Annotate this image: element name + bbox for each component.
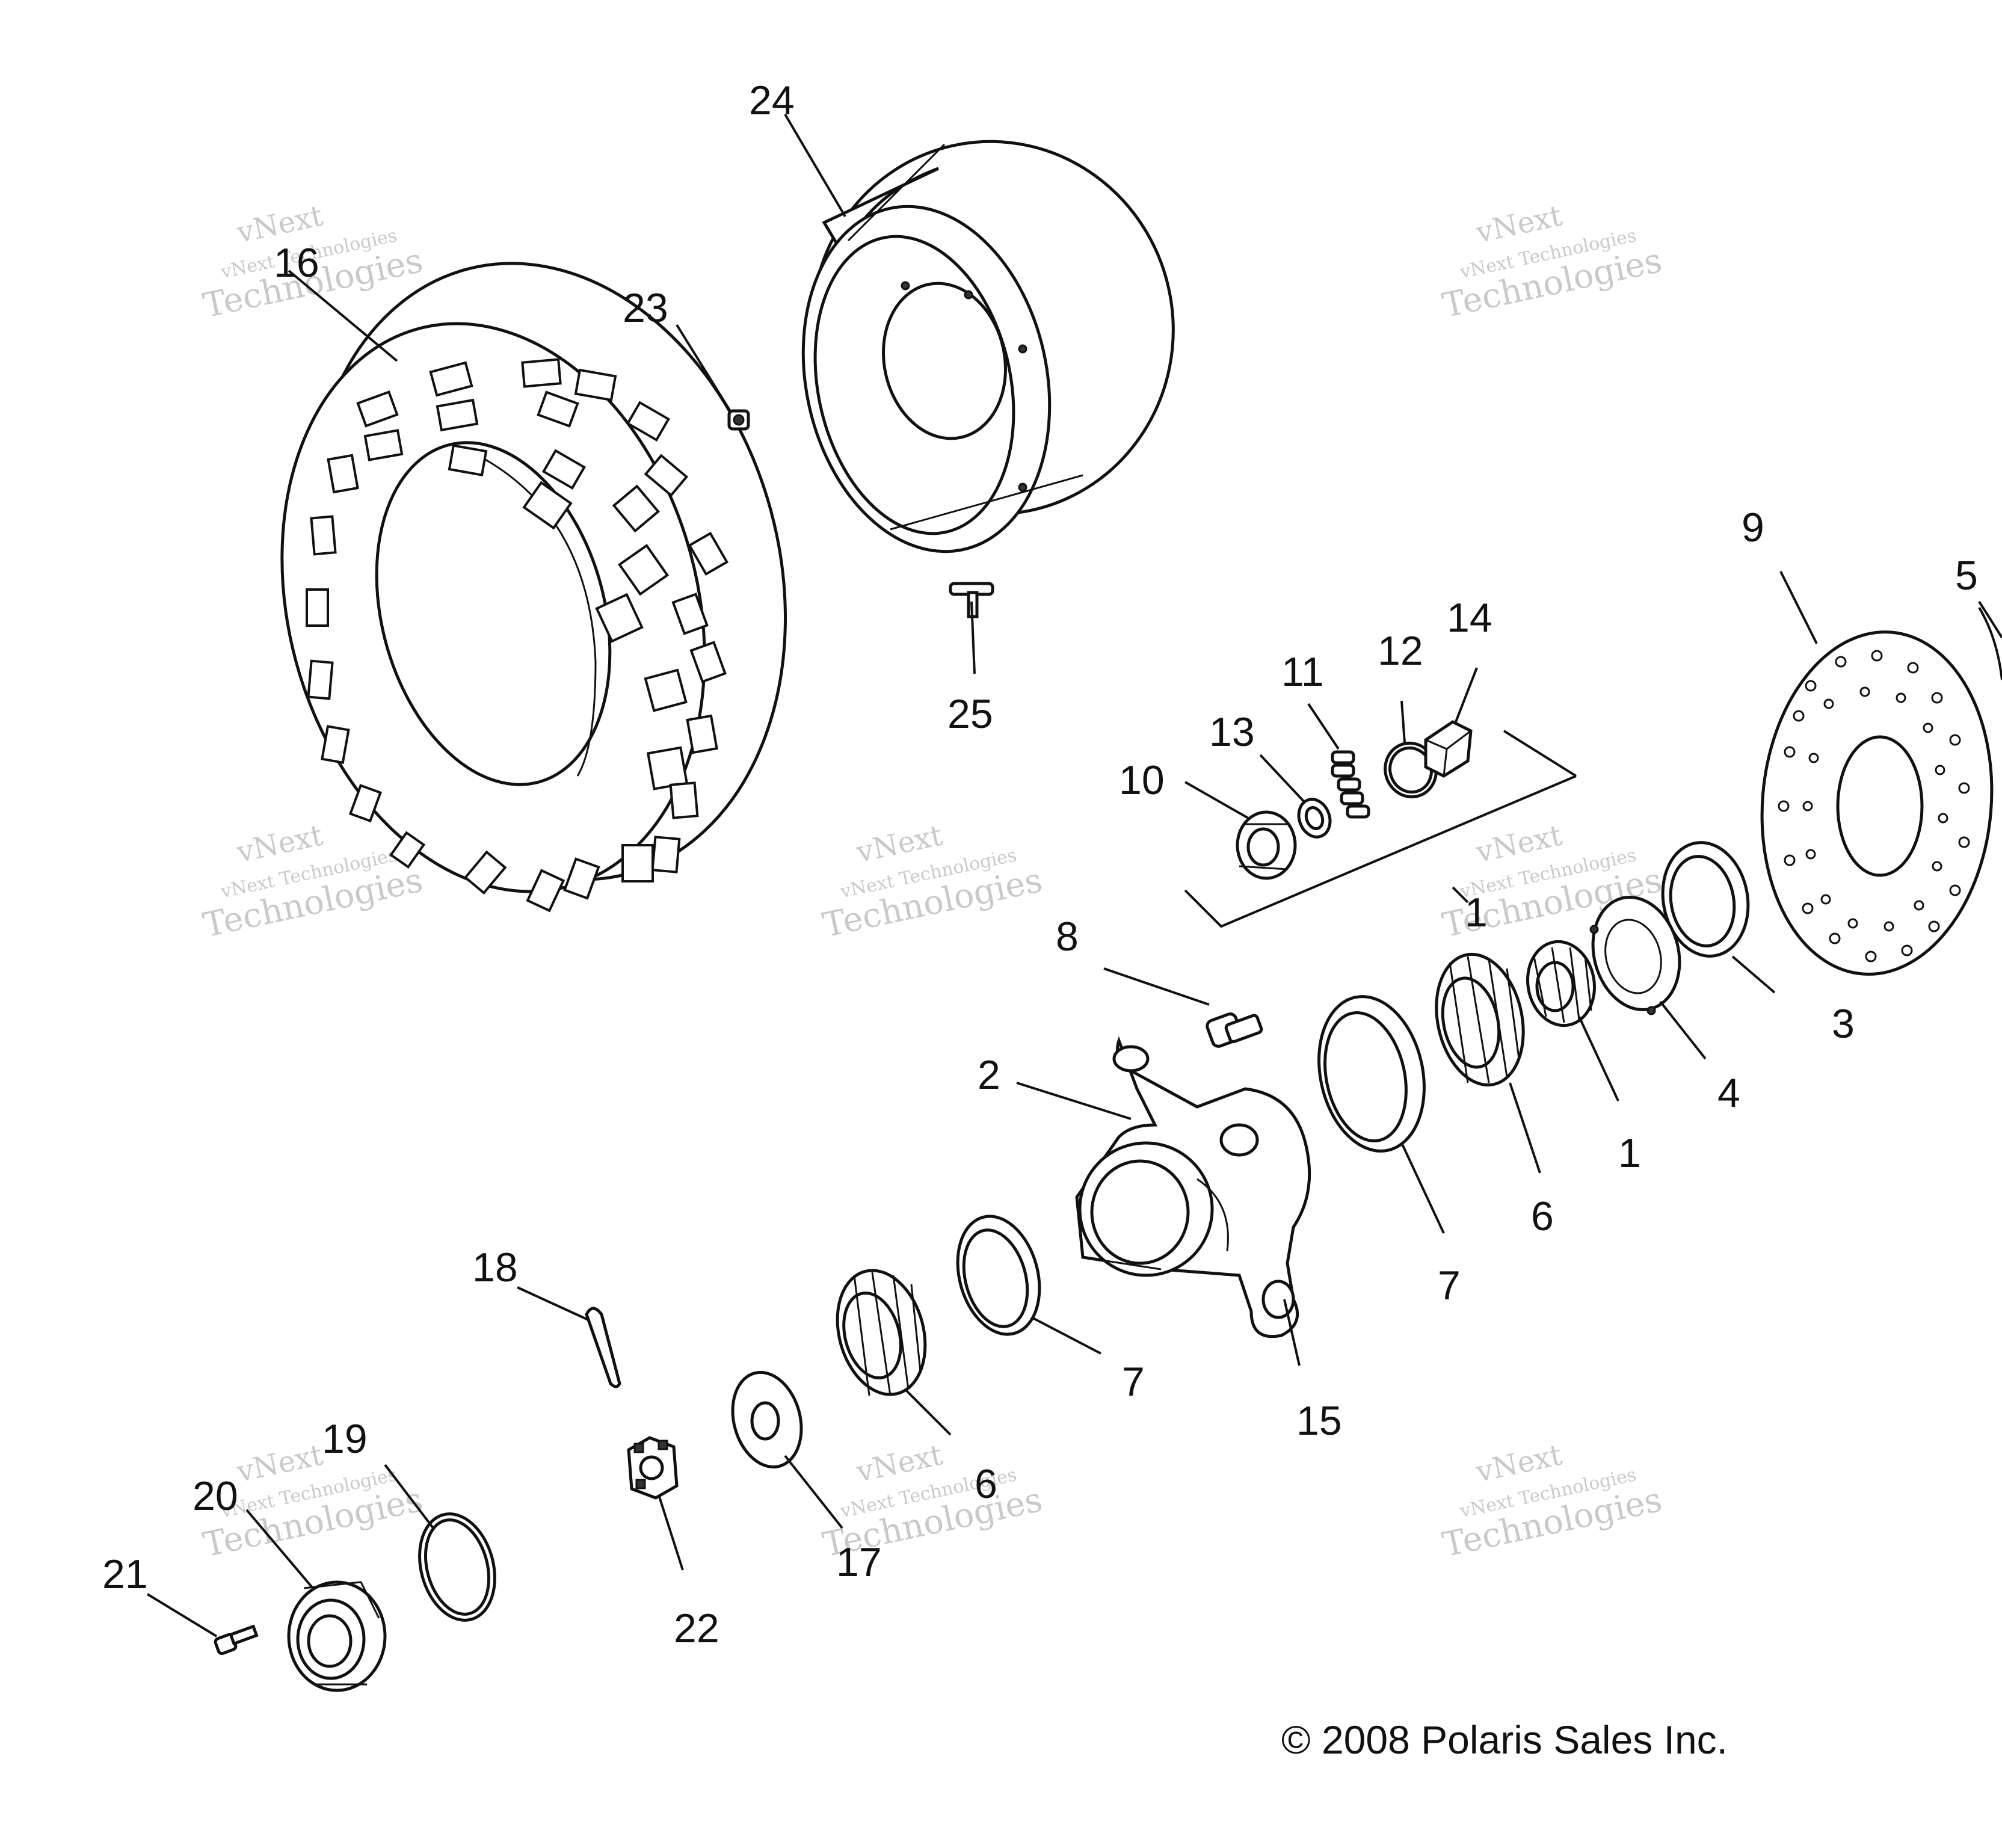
tire-tread-lugs — [306, 358, 729, 913]
plate-part-4 — [1589, 895, 1681, 1015]
callout-1a: 1 — [1465, 890, 1488, 935]
part-11 — [1331, 750, 1370, 819]
hub-cap-part-20 — [287, 1580, 387, 1692]
callout-15: 15 — [1296, 1398, 1342, 1444]
callout-4: 4 — [1717, 1070, 1740, 1116]
callout-14: 14 — [1447, 595, 1492, 641]
callout-23: 23 — [623, 285, 668, 331]
bolt-part-21 — [214, 1624, 259, 1656]
callout-2: 2 — [978, 1052, 1000, 1098]
tapered-bearing-part-6a — [1435, 952, 1525, 1087]
part-5-edge — [1978, 606, 2002, 680]
callout-6b: 6 — [975, 1461, 997, 1507]
valve-stem-part-23 — [727, 409, 750, 431]
callout-8: 8 — [1056, 914, 1079, 959]
brake-disc-part-9 — [1760, 630, 1994, 976]
tapered-bearing-part-6b — [836, 1269, 927, 1396]
leader-lines — [146, 113, 2002, 1637]
callout-6a: 6 — [1531, 1194, 1554, 1239]
kit-parts-10-14 — [1184, 720, 1577, 928]
hub-knuckle-part-2-15 — [1075, 1036, 1311, 1338]
cotter-pin-part-18 — [585, 1307, 621, 1388]
pin-part-8 — [1206, 1012, 1263, 1048]
callout-16: 16 — [274, 240, 319, 286]
callout-7b: 7 — [1122, 1359, 1145, 1405]
o-ring-part-19 — [418, 1512, 496, 1622]
callout-20: 20 — [192, 1473, 238, 1519]
kit-bracket — [1184, 730, 1577, 928]
callout-22: 22 — [674, 1606, 719, 1651]
washer-part-17 — [731, 1370, 803, 1469]
callout-13: 13 — [1209, 709, 1255, 755]
callout-11: 11 — [1281, 649, 1324, 695]
callout-12: 12 — [1378, 628, 1423, 674]
callout-18: 18 — [472, 1245, 518, 1290]
callout-10: 10 — [1119, 757, 1165, 803]
bearing-cup-part-7a — [1317, 995, 1426, 1153]
bearing-cup-part-7b — [956, 1215, 1041, 1336]
part-14 — [1424, 720, 1473, 778]
callout-5: 5 — [1955, 553, 1978, 599]
part-10 — [1236, 810, 1297, 880]
callout-21: 21 — [102, 1551, 148, 1597]
callout-9: 9 — [1742, 505, 1764, 550]
tire-part-16 — [280, 262, 787, 913]
wheel-rim-part-24 — [801, 140, 1175, 553]
seal-part-3 — [1661, 841, 1750, 958]
callout-25: 25 — [947, 691, 993, 737]
callout-1b: 1 — [1618, 1130, 1641, 1176]
callout-19: 19 — [322, 1416, 368, 1462]
part-13 — [1297, 798, 1332, 839]
copyright-notice: © 2008 Polaris Sales Inc. — [1281, 1717, 1728, 1762]
castle-nut-part-22 — [627, 1436, 679, 1500]
callout-24: 24 — [749, 78, 795, 123]
callouts: 24 16 23 25 9 5 14 12 11 13 10 1 8 2 3 4… — [102, 78, 1978, 1651]
callout-17: 17 — [836, 1539, 882, 1585]
callout-7a: 7 — [1438, 1263, 1461, 1308]
bearing-part-1 — [1526, 940, 1597, 1027]
part-12 — [1384, 741, 1438, 799]
callout-3: 3 — [1832, 1001, 1855, 1047]
